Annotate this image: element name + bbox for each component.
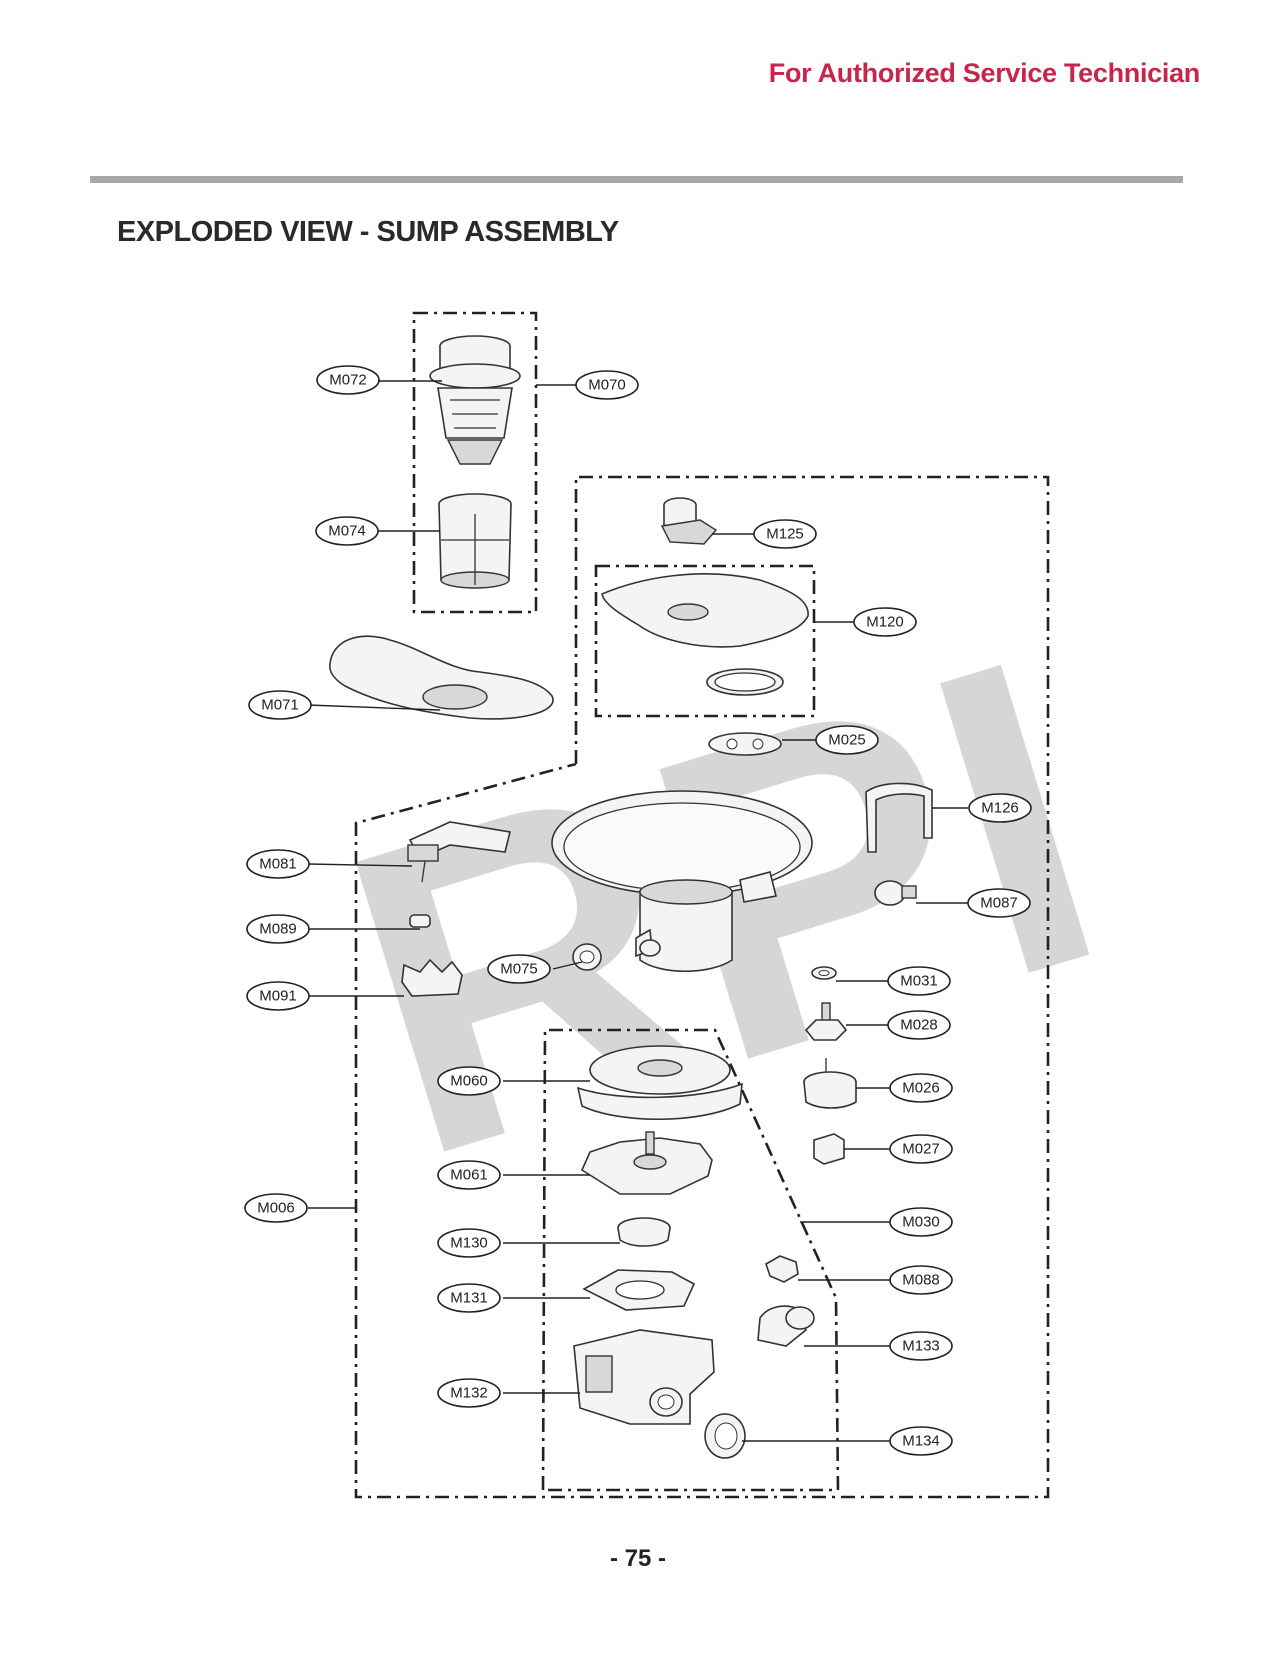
nozzle-part: [660, 497, 718, 545]
svg-text:M087: M087: [980, 895, 1018, 912]
coupler-part: [804, 1002, 848, 1041]
washer-part: [811, 966, 837, 980]
svg-text:M025: M025: [828, 732, 866, 749]
svg-text:M026: M026: [902, 1080, 940, 1097]
authorized-technician-header: For Authorized Service Technician: [768, 58, 1201, 88]
page-number: - 75 -: [609, 1545, 666, 1572]
svg-text:M072: M072: [329, 372, 367, 389]
label-m131: M131: [437, 1283, 501, 1313]
clip-part: [401, 958, 463, 997]
label-m075: M075: [487, 954, 551, 984]
svg-text:M089: M089: [259, 921, 297, 938]
svg-text:M006: M006: [257, 1200, 295, 1217]
label-m025: M025: [815, 725, 879, 755]
svg-text:M027: M027: [902, 1141, 940, 1158]
label-m081: M081: [246, 849, 310, 879]
label-m134: M134: [889, 1426, 953, 1456]
heater-part: [407, 821, 511, 883]
pump-cover-part: [582, 1269, 696, 1311]
svg-text:M125: M125: [766, 526, 804, 543]
svg-text:M060: M060: [450, 1073, 488, 1090]
svg-text:M088: M088: [902, 1272, 940, 1289]
check-valve-part: [572, 943, 602, 971]
hinge-clip-part: [765, 1255, 799, 1283]
impeller-part: [617, 1217, 671, 1247]
label-m061: M061: [437, 1160, 501, 1190]
pump-case-part: [573, 1329, 715, 1425]
mesh-filter-part: [438, 493, 512, 589]
label-m027: M027: [889, 1134, 953, 1164]
deflector-part: [329, 635, 554, 720]
group-boundaries: [354, 311, 1050, 1499]
svg-text:M132: M132: [450, 1385, 488, 1402]
svg-text:M070: M070: [588, 377, 626, 394]
label-m089: M089: [246, 914, 310, 944]
label-m028: M028: [887, 1010, 951, 1040]
label-m072: M072: [316, 365, 380, 395]
filter-assembly-part: [429, 335, 521, 465]
svg-text:M091: M091: [259, 988, 297, 1005]
svg-text:M130: M130: [450, 1235, 488, 1252]
label-m071: M071: [248, 690, 312, 720]
label-m091: M091: [246, 981, 310, 1011]
svg-text:M031: M031: [900, 973, 938, 990]
label-m006: M006: [244, 1193, 308, 1223]
svg-text:M131: M131: [450, 1290, 488, 1307]
label-m130: M130: [437, 1228, 501, 1258]
elbow-hose-part: [757, 1305, 815, 1347]
label-m030: M030: [889, 1207, 953, 1237]
label-m031: M031: [887, 966, 951, 996]
svg-text:M028: M028: [900, 1017, 938, 1034]
vent-motor-part: [803, 1058, 857, 1109]
svg-text:M133: M133: [902, 1338, 940, 1355]
label-m133: M133: [889, 1331, 953, 1361]
label-m132: M132: [437, 1378, 501, 1408]
leader-lines: [307, 380, 968, 1442]
svg-text:M071: M071: [261, 697, 299, 714]
seal-ring-part: [704, 1413, 746, 1459]
svg-text:M061: M061: [450, 1167, 488, 1184]
label-m126: M126: [968, 793, 1032, 823]
small-block-part: [813, 1133, 845, 1165]
label-m120: M120: [853, 607, 917, 637]
svg-text:M126: M126: [981, 800, 1019, 817]
pump-motor-part: [576, 1045, 743, 1121]
svg-text:M134: M134: [902, 1433, 940, 1450]
label-m087: M087: [967, 888, 1031, 918]
svg-text:M081: M081: [259, 856, 297, 873]
gasket-part: [708, 732, 782, 756]
label-m125: M125: [753, 519, 817, 549]
svg-text:M075: M075: [500, 961, 538, 978]
sensor-part: [874, 880, 917, 906]
svg-text:M120: M120: [866, 614, 904, 631]
page-title: EXPLODED VIEW - SUMP ASSEMBLY: [117, 216, 619, 248]
impeller-housing-part: [580, 1131, 713, 1195]
svg-text:M030: M030: [902, 1214, 940, 1231]
label-m060: M060: [437, 1066, 501, 1096]
label-m088: M088: [889, 1265, 953, 1295]
svg-text:M074: M074: [328, 523, 366, 540]
filter-cover-part: [601, 573, 809, 696]
bracket-part: [865, 782, 933, 853]
label-m070: M070: [575, 370, 639, 400]
sump-housing-part: [551, 790, 813, 972]
small-connector-part: [409, 914, 431, 928]
header-divider: [90, 176, 1183, 183]
label-m074: M074: [315, 516, 379, 546]
label-m026: M026: [889, 1073, 953, 1103]
